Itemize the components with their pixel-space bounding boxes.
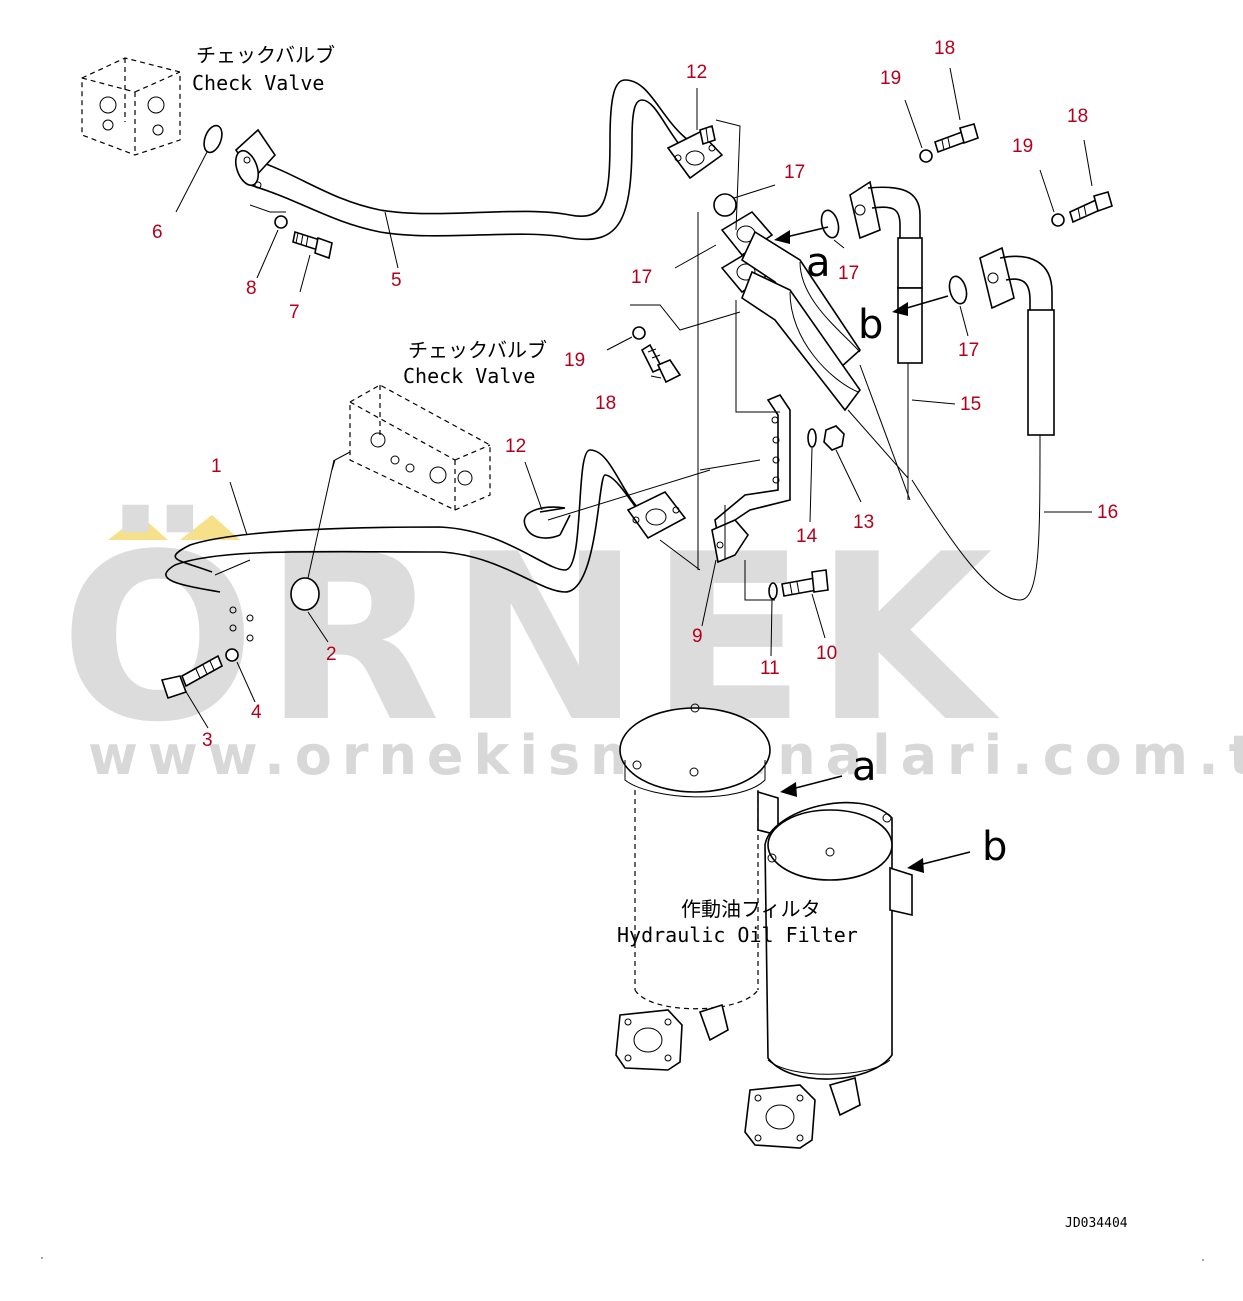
washer-14: [807, 428, 817, 448]
check-valve-mid-en: Check Valve: [403, 364, 535, 388]
callout-14: 14: [796, 526, 818, 547]
callout-numbers: 1 2 3 4 5 6 7 8 9 10 11 12 12 13 14 15 1…: [152, 38, 1118, 751]
arrow-b-top: [892, 295, 949, 316]
callout-18-right: 18: [1067, 106, 1088, 127]
corner-mark-left: [41, 1257, 43, 1259]
bolt-18-mid: [640, 343, 682, 384]
arrow-a-top: [774, 226, 829, 244]
ref-a-bottom: a: [852, 744, 877, 790]
o-ring-2: [290, 577, 320, 611]
pipe-5: [234, 79, 724, 241]
callout-8: 8: [246, 278, 257, 299]
leader-lines: [175, 67, 1093, 729]
callout-17-right2: 17: [958, 340, 979, 361]
callout-2: 2: [326, 644, 337, 665]
washer-19-top: [919, 149, 933, 163]
bolt-10: [781, 569, 829, 597]
ref-b-top: b: [858, 302, 883, 348]
filter-label-jp: 作動油フィルタ: [681, 897, 821, 921]
hose-assembly: [720, 180, 1055, 601]
check-valve-top-en: Check Valve: [192, 71, 324, 95]
callout-11: 11: [760, 658, 780, 679]
washer-8: [274, 215, 288, 229]
check-valve-top: チェックバルブ Check Valve: [81, 43, 335, 156]
check-valve-mid: チェックバルブ Check Valve: [349, 338, 547, 511]
callout-17-mid: 17: [631, 267, 652, 288]
watermark-brand: ÖRNEK: [60, 504, 1000, 773]
washer-19-right: [1051, 213, 1065, 227]
callout-19-mid: 19: [564, 350, 585, 371]
arrow-b-bottom: [907, 851, 971, 873]
callout-12-mid: 12: [505, 436, 526, 457]
check-valve-mid-jp: チェックバルブ: [408, 338, 547, 362]
corner-mark-right: [1202, 1259, 1204, 1261]
callout-4: 4: [251, 702, 262, 723]
bolt-3: [160, 654, 224, 700]
check-valve-top-jp: チェックバルブ: [196, 43, 335, 67]
nut-13: [823, 425, 845, 451]
watermark-accent-right: [180, 515, 240, 540]
callout-18-mid: 18: [595, 393, 616, 414]
pipe-1: [165, 449, 687, 642]
callout-13: 13: [853, 512, 874, 533]
callout-17-top: 17: [784, 162, 805, 183]
bolt-7: [292, 230, 333, 260]
washer-19-mid: [632, 326, 646, 340]
callout-15: 15: [960, 394, 981, 415]
bracket-9: [711, 394, 791, 564]
filter-label-en: Hydraulic Oil Filter: [617, 923, 858, 947]
hydraulic-oil-filter: 作動油フィルタ Hydraulic Oil Filter: [615, 703, 913, 1149]
callout-3: 3: [202, 730, 213, 751]
washer-4: [225, 648, 239, 662]
washer-11: [768, 582, 778, 600]
ref-b-bottom: b: [982, 824, 1007, 870]
o-ring-17-right1: [820, 209, 840, 239]
u-bolt-12: [523, 469, 711, 539]
callout-1: 1: [211, 456, 222, 477]
ref-a-top: a: [806, 240, 831, 286]
watermark-accent-left: [108, 515, 168, 540]
callout-12-top: 12: [686, 62, 707, 83]
callout-18-top: 18: [934, 38, 955, 59]
o-ring-17-top: [713, 193, 737, 217]
construction-lines: [214, 119, 780, 601]
callout-17-right1: 17: [838, 263, 859, 284]
callout-10: 10: [816, 643, 837, 664]
o-ring-6: [203, 124, 223, 154]
callout-6: 6: [152, 222, 163, 243]
callout-9: 9: [692, 626, 703, 647]
callout-5: 5: [391, 270, 402, 291]
callout-19-top: 19: [880, 68, 901, 89]
callout-19-right: 19: [1012, 136, 1033, 157]
bolt-18-top: [934, 123, 979, 154]
callout-16: 16: [1097, 502, 1118, 523]
bolt-18-right: [1069, 191, 1113, 224]
arrow-a-bottom: [780, 775, 843, 797]
callout-7: 7: [289, 302, 300, 323]
drawing-code: JD034404: [1065, 1216, 1128, 1231]
o-ring-17-right2: [948, 275, 968, 305]
